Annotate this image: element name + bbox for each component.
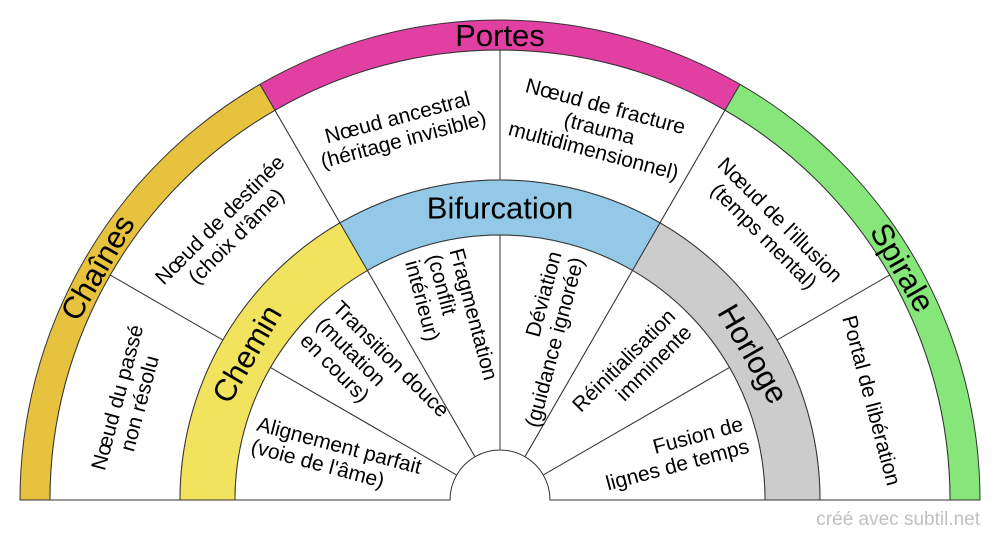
outer-band-label-line: Portes xyxy=(455,18,545,53)
watermark: créé avec subtil.net xyxy=(816,509,980,530)
inner-sector-segment-reinitialisation-imminente xyxy=(524,269,731,476)
inner-sector-segment-transition-douce-mutation-en-cours xyxy=(269,269,476,476)
middle-band-label-line: Bifurcation xyxy=(427,190,573,225)
inner-sector-segment-fusion-de-lignes-de-temps xyxy=(542,366,766,501)
ring-segments xyxy=(19,19,981,501)
outer-band-label-portes: Portes xyxy=(455,18,545,53)
inner-sector-segment-fragmentation-conflit-interieur xyxy=(366,234,501,458)
inner-sector-segment-deviation-guidance-ignoree xyxy=(499,234,634,458)
middle-band-label-bifurcation: Bifurcation xyxy=(427,190,573,225)
inner-sector-segment-alignement-parfait-voie-de-l-ame xyxy=(234,366,458,501)
